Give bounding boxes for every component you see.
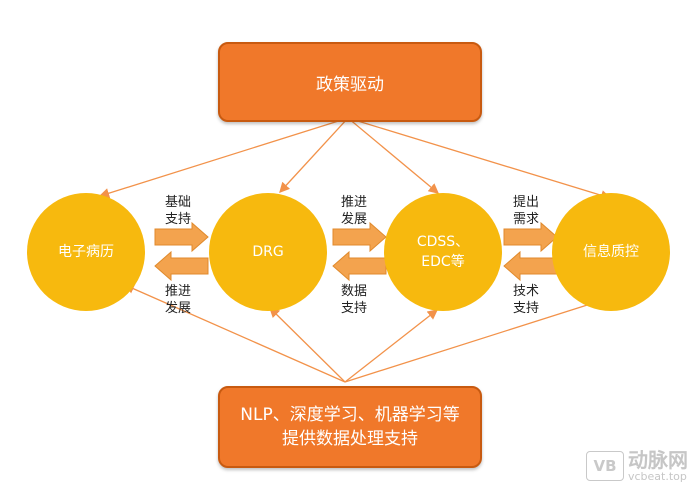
cdss-circle: CDSS、 EDC等	[384, 193, 502, 311]
edge-label-line: 基础	[165, 195, 192, 210]
edge-label-line: 发展	[165, 301, 192, 316]
tech-support-line1: NLP、深度学习、机器学习等	[240, 405, 460, 425]
edge-label-line: 数据	[341, 284, 368, 299]
edge-label-cdss-qc: 提出 需求	[513, 194, 539, 228]
edge-label-drg-emr: 推进 发展	[165, 283, 191, 317]
edge-label-cdss-drg: 数据 支持	[341, 283, 367, 317]
watermark-name: 动脉网	[628, 448, 688, 472]
edge-label-line: 支持	[341, 301, 368, 316]
edge-label-line: 需求	[513, 212, 540, 227]
edge-label-qc-cdss: 技术 支持	[513, 283, 539, 317]
line-tech-to-qc	[344, 297, 605, 383]
line-policy-to-emr	[98, 117, 349, 199]
edge-label-drg-cdss: 推进 发展	[341, 194, 367, 228]
watermark-url: vcbeat.top	[628, 470, 687, 483]
edge-label-line: 发展	[341, 212, 368, 227]
watermark-text: 动脉网 vcbeat.top	[628, 449, 688, 483]
policy-driven-label: 政策驱动	[316, 74, 384, 95]
drg-label: DRG	[252, 244, 284, 260]
edge-label-line: 推进	[165, 284, 192, 299]
arrow-emr-to-drg	[154, 221, 209, 253]
edge-label-line: 支持	[165, 212, 192, 227]
edge-label-emr-drg: 基础 支持	[165, 194, 191, 228]
arrow-drg-to-cdss	[332, 221, 387, 253]
line-tech-to-drg	[269, 307, 346, 383]
arrow-cdss-to-qc	[503, 221, 558, 253]
emr-circle: 电子病历	[27, 193, 145, 311]
arrow-qc-to-cdss	[503, 250, 558, 282]
edge-label-line: 推进	[341, 195, 368, 210]
cdss-label-line2: EDC等	[421, 254, 465, 270]
arrow-drg-to-emr	[154, 250, 209, 282]
line-policy-to-qc	[347, 117, 612, 201]
watermark: VB 动脉网 vcbeat.top	[586, 449, 688, 483]
drg-circle: DRG	[209, 193, 327, 311]
vb-logo-icon: VB	[586, 451, 624, 481]
tech-support-box: NLP、深度学习、机器学习等 提供数据处理支持	[218, 386, 482, 468]
quality-control-label: 信息质控	[583, 244, 639, 260]
line-policy-to-cdss	[347, 117, 439, 194]
emr-label: 电子病历	[58, 244, 114, 260]
edge-label-line: 提出	[513, 195, 540, 210]
edge-label-line: 技术	[513, 284, 540, 299]
line-tech-to-emr	[123, 283, 346, 383]
policy-driven-box: 政策驱动	[218, 42, 482, 122]
line-policy-to-drg	[279, 117, 349, 193]
line-tech-to-cdss	[344, 309, 439, 383]
edge-label-line: 支持	[513, 301, 540, 316]
arrow-cdss-to-drg	[332, 250, 387, 282]
cdss-label-line1: CDSS、	[416, 234, 470, 250]
tech-support-line2: 提供数据处理支持	[282, 429, 418, 449]
quality-control-circle: 信息质控	[552, 193, 670, 311]
